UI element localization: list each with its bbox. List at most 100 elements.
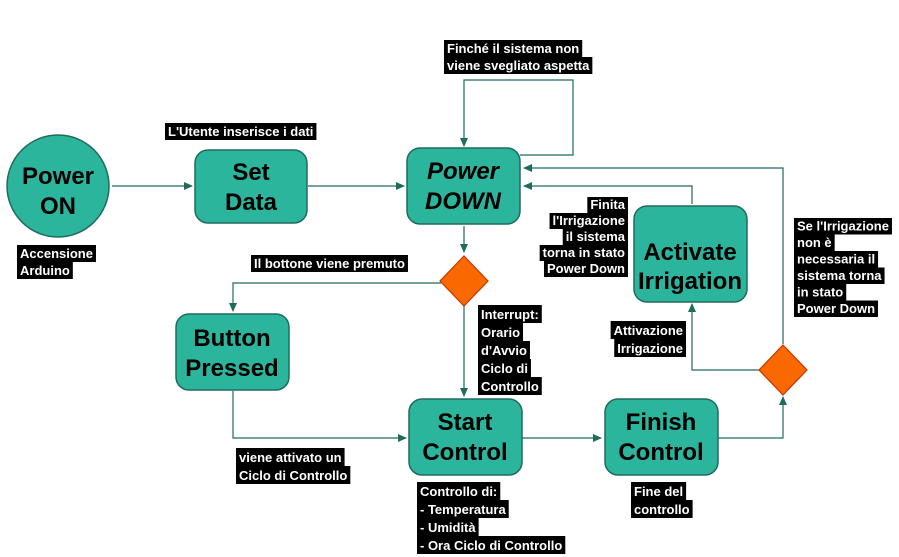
node-finish-control-line1: Finish [626, 409, 697, 436]
label-background [562, 229, 628, 245]
label-attivazione: Attivazione Irrigazione [610, 321, 686, 357]
nodes: Power ON Set Data Power DOWN Button Pres… [6, 134, 808, 476]
label-accensione-line1: Accensione [20, 246, 93, 261]
edge-decision2-powerdown [523, 164, 784, 344]
edges [112, 79, 787, 442]
label-background [478, 341, 530, 359]
label-finita-line1: Finita [590, 197, 625, 212]
label-background [631, 500, 693, 518]
label-background [417, 518, 479, 536]
label-controllo-di-line4: - Ora Ciclo di Controllo [420, 538, 562, 553]
decision-diamond-wake [439, 255, 489, 307]
label-se-irrigazione-line4: sistema torna [797, 268, 882, 283]
label-fine-controllo-line1: Fine del [634, 484, 683, 499]
label-finita: Finita l'Irrigazione il sistema torna in… [539, 197, 628, 277]
label-background [543, 261, 628, 277]
label-background [236, 448, 345, 466]
label-se-irrigazione-line1: Se l'Irrigazione [797, 219, 889, 234]
label-attivazione-line1: Attivazione [614, 323, 683, 338]
node-power-on: Power ON [6, 134, 110, 238]
label-finche-line1: Finché il sistema non [447, 41, 579, 56]
label-background [614, 339, 686, 357]
label-background [794, 218, 892, 235]
label-background [478, 305, 542, 323]
label-interrupt-line3: d'Avvio [481, 343, 527, 358]
edge-buttonpressed-startcontrol [232, 391, 407, 442]
label-finche-line2: viene svegliato aspetta [447, 58, 590, 73]
node-activate-irrigation-line1: Activate [643, 239, 736, 266]
node-activate-irrigation: Activate Irrigation [633, 205, 748, 303]
label-background [17, 262, 73, 279]
node-button-pressed-line1: Button [193, 325, 270, 352]
node-activate-irrigation-line2: Irrigation [638, 268, 742, 295]
label-accensione: Accensione Arduino [17, 245, 96, 279]
edge-decision2-activateirrigation [688, 303, 760, 371]
label-se-irrigazione-line2: non è [797, 235, 832, 250]
annotation-labels: Accensione Arduino L'Utente inserisce i … [17, 40, 892, 554]
label-background [417, 482, 501, 500]
label-background [794, 300, 879, 317]
label-se-irrigazione-line3: necessaria il [797, 252, 875, 267]
label-finita-line4: torna in stato [543, 245, 625, 260]
label-accensione-line2: Arduino [20, 263, 70, 278]
label-background [165, 123, 317, 140]
label-interrupt-line2: Orario [481, 325, 520, 340]
label-controllo-di: Controllo di: - Temperatura - Umidità - … [417, 482, 566, 554]
label-utente-line1: L'Utente inserisce i dati [168, 124, 313, 139]
node-button-pressed-line2: Pressed [185, 355, 278, 382]
node-power-down-shape [406, 147, 521, 225]
node-start-control-shape [408, 398, 523, 476]
label-controllo-di-line1: Controllo di: [420, 484, 497, 499]
label-interrupt-line4: Ciclo di [481, 361, 528, 376]
node-set-data-shape [194, 149, 308, 224]
node-button-pressed: Button Pressed [175, 313, 290, 391]
node-start-control-line1: Start [438, 409, 493, 436]
label-background [794, 251, 879, 268]
node-start-control-line2: Control [422, 439, 507, 466]
node-activate-irrigation-shape [633, 205, 748, 303]
edge-decision-buttonpressed [229, 282, 441, 312]
label-utente: L'Utente inserisce i dati [165, 123, 317, 140]
label-controllo-di-line3: - Umidità [420, 520, 476, 535]
label-interrupt-line5: Controllo [481, 379, 539, 394]
label-interrupt: Interrupt: Orario d'Avvio Ciclo di Contr… [478, 305, 542, 395]
node-start-control: Start Control [408, 398, 523, 476]
label-background [549, 213, 628, 229]
edge-activateirrigation-powerdown [523, 182, 693, 204]
label-se-irrigazione-line5: in stato [797, 285, 843, 300]
label-background [17, 245, 96, 262]
node-power-on-line2: ON [40, 193, 76, 220]
node-set-data-line2: Data [225, 189, 278, 216]
label-background [631, 482, 687, 500]
label-finche: Finché il sistema non viene svegliato as… [444, 40, 593, 74]
label-interrupt-line1: Interrupt: [481, 307, 539, 322]
label-fine-controllo-line2: controllo [634, 502, 690, 517]
label-viene-attivato: viene attivato un Ciclo di Controllo [236, 448, 351, 484]
node-set-data-line1: Set [232, 159, 269, 186]
label-background [478, 377, 542, 395]
label-background [417, 536, 566, 554]
label-bottone-line1: Il bottone viene premuto [254, 256, 405, 271]
label-background [794, 284, 847, 301]
label-fine-controllo: Fine del controllo [631, 482, 693, 518]
label-background [236, 466, 351, 484]
label-finita-line5: Power Down [547, 261, 625, 276]
node-power-down: Power DOWN [406, 147, 521, 225]
node-finish-control-shape [604, 398, 719, 476]
label-background [478, 359, 531, 377]
label-finita-line2: l'Irrigazione [553, 213, 625, 228]
label-background [444, 57, 593, 74]
label-background [587, 197, 628, 213]
label-se-irrigazione-line6: Power Down [797, 301, 875, 316]
label-bottone: Il bottone viene premuto [251, 255, 408, 272]
node-finish-control-line2: Control [618, 439, 703, 466]
node-power-down-line1: Power [427, 158, 501, 185]
label-background [417, 500, 509, 518]
label-viene-attivato-line1: viene attivato un [239, 450, 342, 465]
node-power-down-line2: DOWN [425, 188, 502, 215]
label-controllo-di-line2: - Temperatura [420, 502, 506, 517]
label-viene-attivato-line2: Ciclo di Controllo [239, 468, 347, 483]
node-set-data: Set Data [194, 149, 308, 224]
label-background [794, 234, 835, 251]
